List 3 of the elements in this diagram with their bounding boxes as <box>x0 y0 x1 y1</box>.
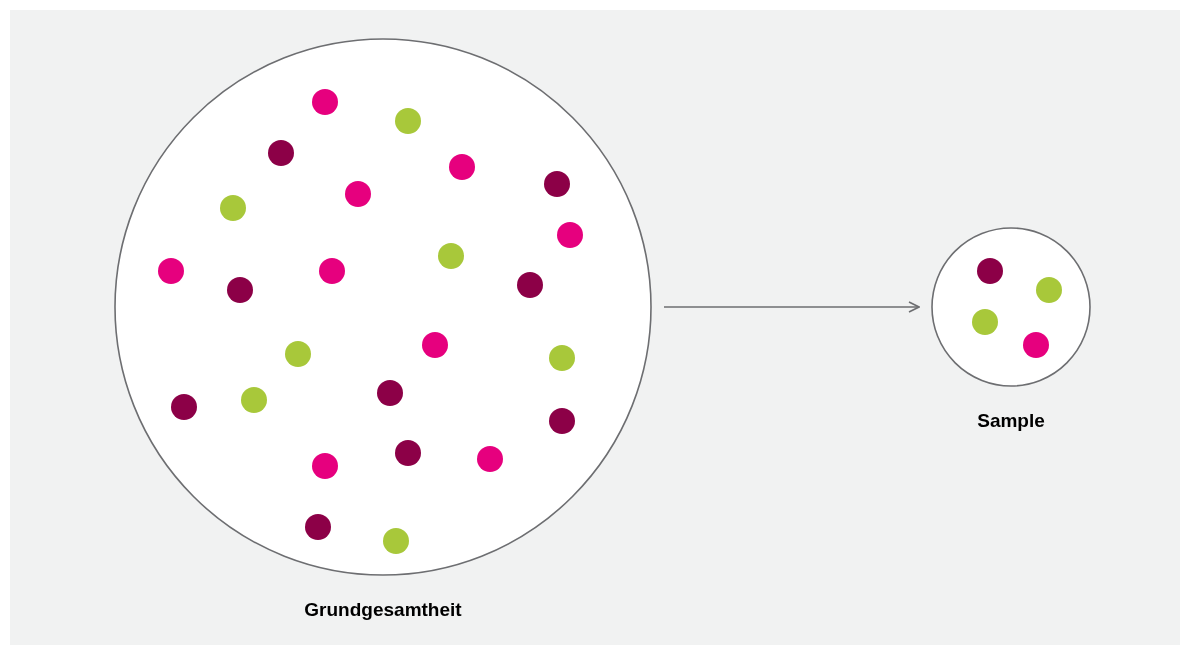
circle-label: Sample <box>977 411 1045 430</box>
circle-label: Grundgesamtheit <box>304 600 462 619</box>
arrow <box>663 301 920 313</box>
